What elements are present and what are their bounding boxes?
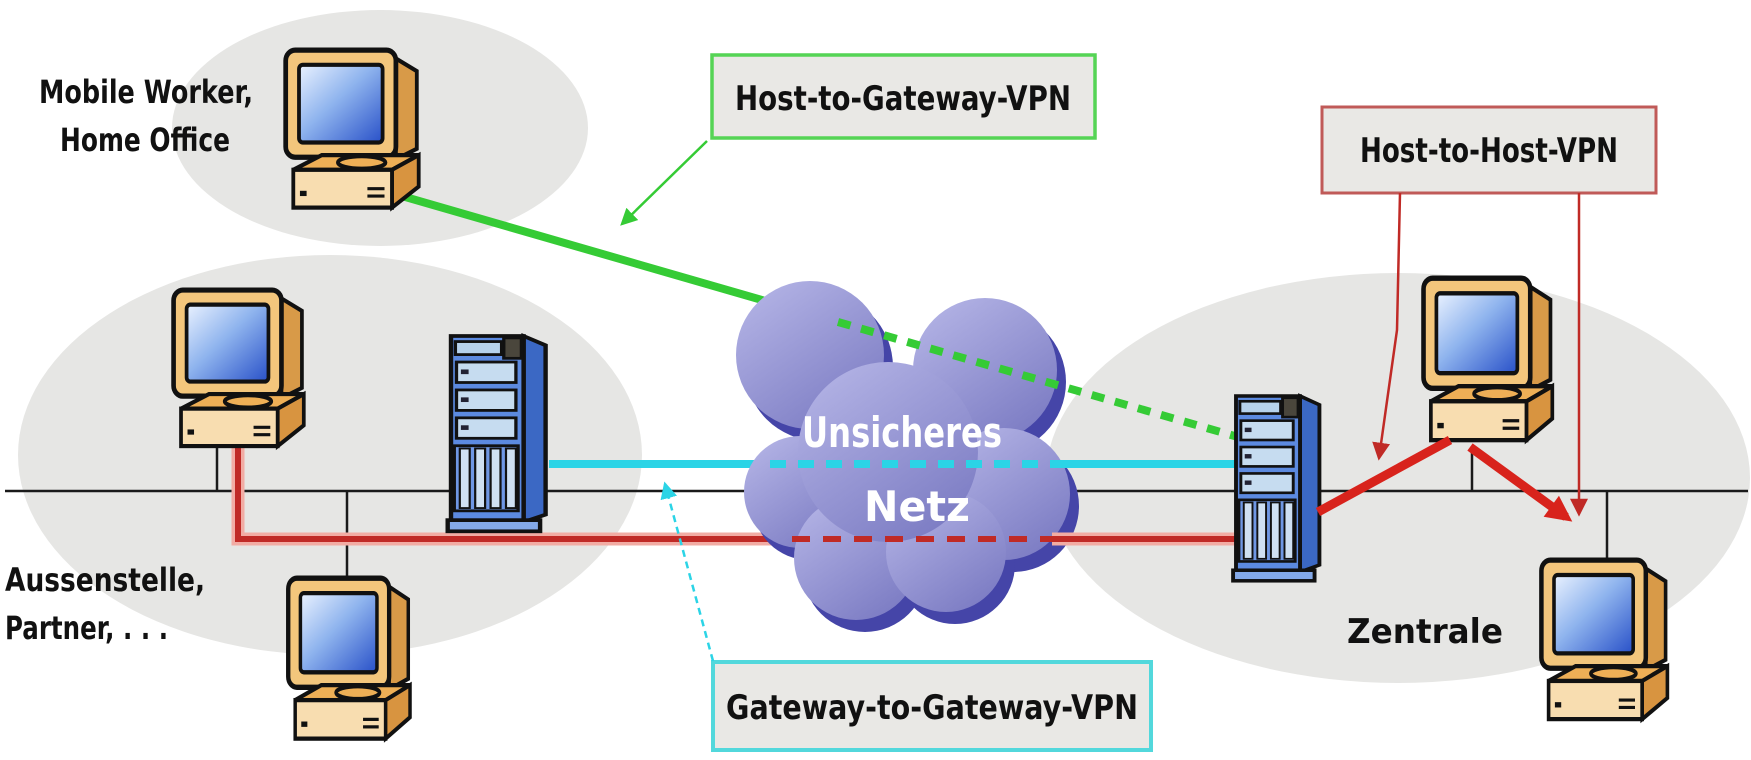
mobile-group-label-line1: Mobile Worker, [39,73,253,111]
hq-pc1-icon [1424,278,1553,440]
host-to-host-vpn-box [1320,105,1658,195]
host-to-host-vpn-label-box: Host-to-Host-VPN [1320,105,1658,517]
host-to-gateway-vpn-label: Host-to-Gateway-VPN [735,79,1071,119]
gateway-to-gateway-vpn-label: Gateway-to-Gateway-VPN [726,688,1138,728]
branch-pc1-icon [174,290,304,446]
headquarters-gateway-server-icon [1231,394,1322,583]
host-to-gateway-pointer-line [620,140,708,226]
branch-group-label-line1: Aussenstelle, [5,561,205,599]
gateway-to-gateway-vpn-box [711,660,1153,752]
branch-pc2-icon [288,578,410,739]
host-to-host-diagonal-server-to-pc [1315,436,1453,516]
host-to-host-diagonal-pc-to-pc [1467,443,1573,522]
headquarters-group-label: Zentrale [1347,612,1503,652]
host-to-gateway-vpn-box [710,53,1097,140]
host-to-gateway-vpn-label-box: Host-to-Gateway-VPN [620,53,1097,226]
host-to-host-vpn-label: Host-to-Host-VPN [1360,131,1618,171]
cloud-label-line1: Unsicheres [802,408,1002,457]
hq-pc2-icon [1541,560,1667,719]
host-to-host-vpn-line [235,448,792,542]
internet-cloud-icon [736,281,1079,632]
mobile-worker-pc-icon [286,50,419,208]
branch-group-label-line2: Partner, . . . [5,609,168,647]
mobile-group-label-line2: Home Office [60,121,230,159]
gateway-to-gateway-vpn-label-box: Gateway-to-Gateway-VPN [660,481,1153,752]
cloud-body [736,281,1070,620]
branch-gateway-server-icon [448,336,546,531]
cloud-label-line2: Netz [864,482,970,531]
host-to-host-pointer-line-1 [1372,192,1402,461]
gateway-to-gateway-pointer-line [660,481,715,662]
host-to-gateway-vpn-line-dashed [836,318,1240,441]
